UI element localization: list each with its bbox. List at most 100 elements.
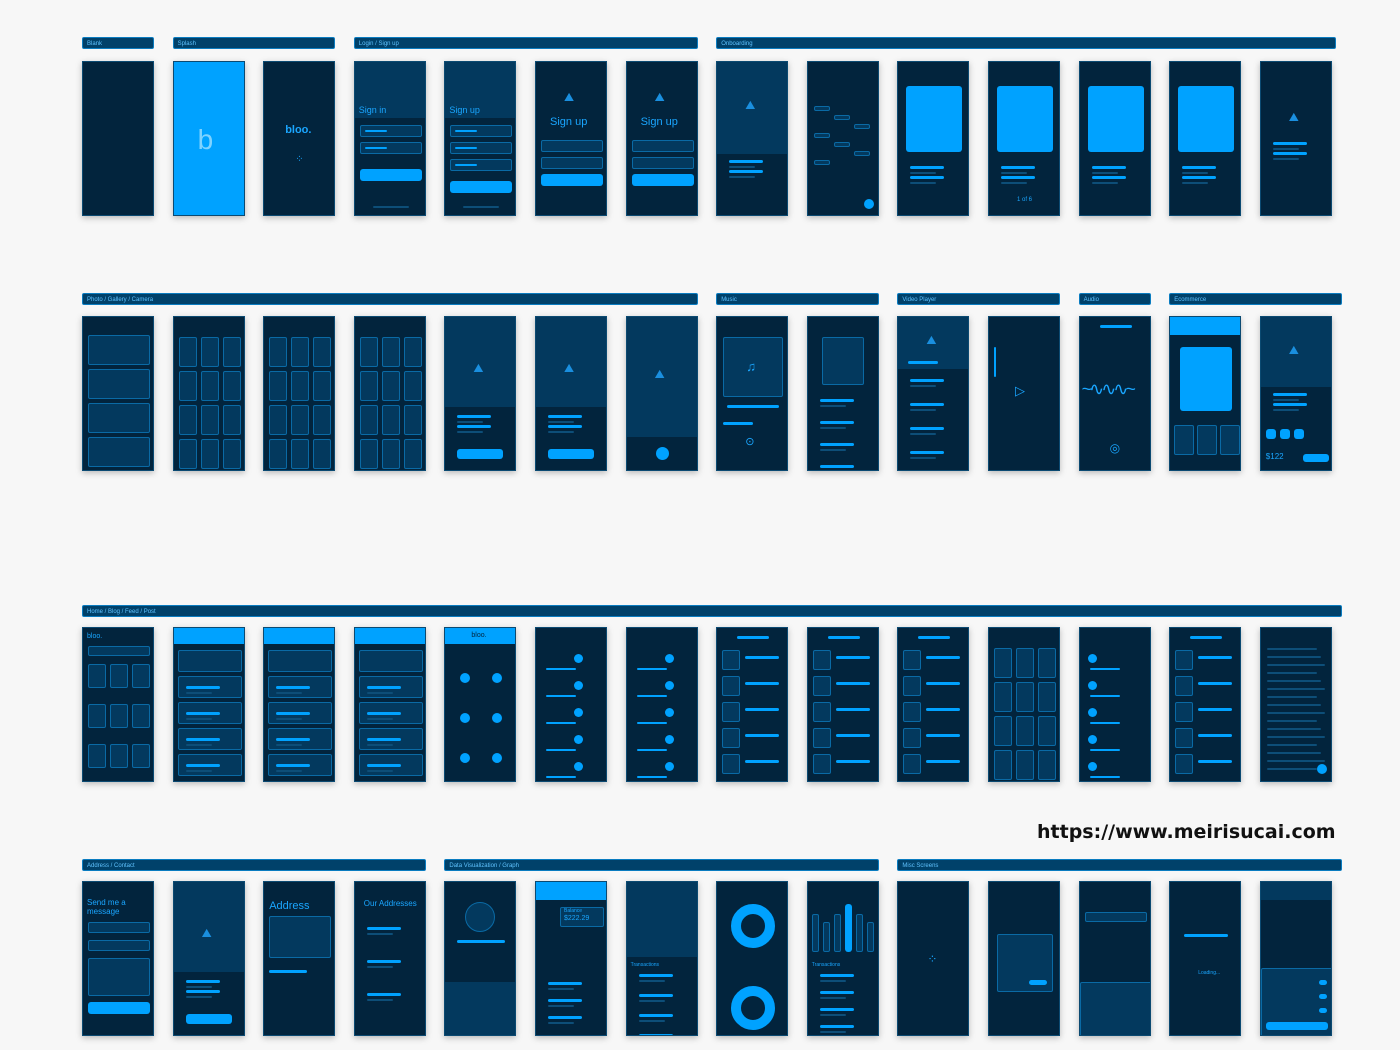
- photo-tile: [200, 405, 219, 435]
- screen-bars[interactable]: Transactions: [806, 881, 879, 1036]
- screen-list[interactable]: [806, 627, 879, 782]
- screen-video[interactable]: ▷: [988, 316, 1060, 471]
- screen-video-list[interactable]: ⛰: [897, 316, 970, 471]
- screen-balance[interactable]: Balance$222.29: [535, 881, 607, 1036]
- screen-keyboard[interactable]: [1078, 881, 1151, 1036]
- section-header: Music: [716, 293, 879, 305]
- screen-article[interactable]: [1259, 627, 1332, 782]
- screen-grid[interactable]: [263, 316, 336, 471]
- screen-contact[interactable]: Send me a message: [82, 881, 154, 1036]
- line: [745, 682, 780, 685]
- line: [636, 695, 667, 697]
- dialog-box: [997, 934, 1053, 992]
- photo-tile: [313, 405, 332, 435]
- screen-text: Address: [269, 900, 310, 912]
- title-bar: [1190, 636, 1223, 639]
- screen-transactions[interactable]: Transactions: [625, 881, 698, 1036]
- photo-tile: [994, 648, 1012, 678]
- screen-addresses[interactable]: Our Addresses: [353, 881, 426, 1036]
- line: [457, 415, 492, 418]
- tag: [853, 124, 870, 129]
- screen-list[interactable]: [897, 627, 970, 782]
- screen-signup-icon[interactable]: ⛰Sign up: [625, 61, 698, 216]
- screen-feed-light[interactable]: [263, 627, 336, 782]
- screen-signup-icon[interactable]: ⛰Sign up: [535, 61, 607, 216]
- image-icon: ⛰: [564, 361, 575, 375]
- color-swatch: [1265, 429, 1276, 439]
- screen-product[interactable]: ⛰$122: [1259, 316, 1332, 471]
- screen-logo[interactable]: bloo.⁘: [263, 61, 336, 216]
- input-field: [541, 140, 603, 152]
- screen-signin[interactable]: Sign in: [353, 61, 426, 216]
- screen-list[interactable]: [1169, 627, 1242, 782]
- title-bar: [918, 636, 951, 639]
- image-area: [1260, 317, 1331, 387]
- line: [638, 1000, 665, 1002]
- line: [185, 996, 212, 998]
- photo-tile: [994, 750, 1012, 780]
- screen-onboard-tags[interactable]: [806, 61, 879, 216]
- section-header: Ecommerce: [1169, 293, 1342, 305]
- photo-tile: [269, 337, 288, 367]
- screen-loading-text[interactable]: Loading...: [1169, 881, 1242, 1036]
- volume-slider: [994, 347, 996, 377]
- text-line: [1266, 696, 1317, 698]
- screen-list[interactable]: [716, 627, 789, 782]
- action-button: [185, 1014, 232, 1024]
- screen-home-grid[interactable]: bloo.: [82, 627, 154, 782]
- screen-grid[interactable]: [353, 316, 426, 471]
- photo-tile: [269, 439, 288, 469]
- input-field: [359, 142, 422, 154]
- text-line: [1266, 704, 1321, 706]
- screen-photo[interactable]: ⛰: [535, 316, 607, 471]
- screen-onboard-card[interactable]: [897, 61, 970, 216]
- screen-music[interactable]: ♫⊙: [716, 316, 789, 471]
- screen-list-circles[interactable]: [1078, 627, 1151, 782]
- screen-onboard-card[interactable]: [1169, 61, 1242, 216]
- screen-onboard-icon[interactable]: ⛰: [1259, 61, 1332, 216]
- screen-feed-light[interactable]: [172, 627, 245, 782]
- screen-profile-graph[interactable]: [444, 881, 517, 1036]
- screen-settings[interactable]: [1259, 881, 1332, 1036]
- bar-mark: [833, 914, 841, 952]
- play-icon: ⊙: [745, 436, 755, 448]
- screen-list-circles[interactable]: [535, 627, 607, 782]
- screen-photo[interactable]: ⛰: [444, 316, 517, 471]
- photo-tile: [291, 371, 310, 401]
- screen-onboard-card[interactable]: 1 of 6: [988, 61, 1060, 216]
- photo-tile: [381, 405, 400, 435]
- screen-photo[interactable]: ⛰: [172, 881, 245, 1036]
- screen-blank[interactable]: [82, 61, 154, 216]
- line: [366, 764, 401, 767]
- screen-shop[interactable]: [1169, 316, 1242, 471]
- screen-home-icons[interactable]: bloo.: [444, 627, 517, 782]
- screen-camera[interactable]: ⛰: [625, 316, 698, 471]
- post-tile: [88, 704, 106, 728]
- screen-audio[interactable]: ~∿∿∿~◎: [1078, 316, 1151, 471]
- screen-text: bloo.: [285, 124, 312, 136]
- screen-address[interactable]: Address: [263, 881, 336, 1036]
- line: [366, 927, 401, 930]
- screen-gallery[interactable]: [82, 316, 154, 471]
- screen-splash[interactable]: b: [172, 61, 245, 216]
- donut-chart: [731, 904, 776, 948]
- progress-bar: [723, 422, 754, 425]
- waveform-icon: ~∿∿∿~: [1081, 379, 1136, 399]
- line: [276, 764, 311, 767]
- screen-signup-top[interactable]: Sign up: [444, 61, 517, 216]
- screen-donut[interactable]: [716, 881, 789, 1036]
- screen-onboard-image[interactable]: ⛰: [716, 61, 789, 216]
- line: [1198, 760, 1233, 763]
- line: [366, 686, 401, 689]
- screen-grid[interactable]: [988, 627, 1060, 782]
- line: [366, 744, 393, 746]
- screen-onboard-card[interactable]: [1078, 61, 1151, 216]
- screen-dialog[interactable]: [988, 881, 1060, 1036]
- screen-list-circles[interactable]: [625, 627, 698, 782]
- donut-chart: [731, 986, 776, 1030]
- screen-playlist[interactable]: [806, 316, 879, 471]
- screen-grid[interactable]: [172, 316, 245, 471]
- screen-feed-light[interactable]: [353, 627, 426, 782]
- line: [638, 1020, 665, 1022]
- screen-loading[interactable]: ⁘: [897, 881, 970, 1036]
